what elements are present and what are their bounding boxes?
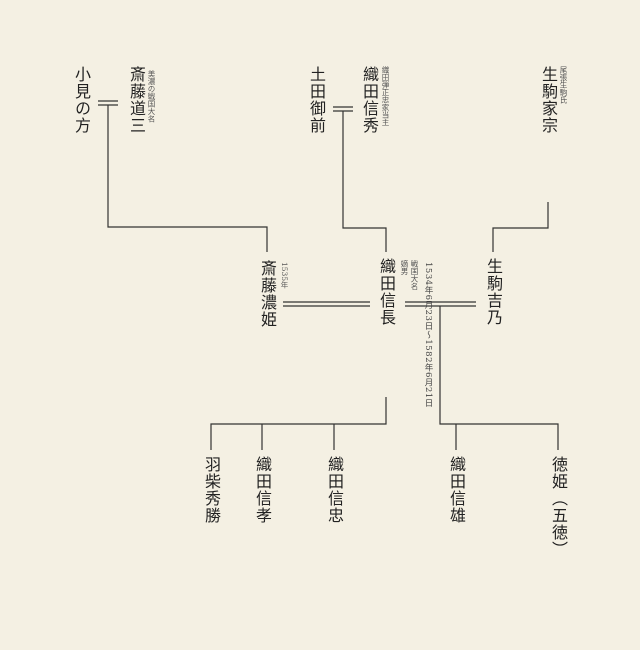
person-oda-nobuhide: 織田信秀 [360, 66, 379, 134]
nobunaga-life-dates: 1534年6月23日〜1582年6月21日 [423, 262, 433, 408]
person-omi-no-kata: 小見の方 [72, 66, 91, 134]
person-dota-gozen: 土田御前 [307, 66, 326, 134]
person-saito-dosan: 斎藤道三 [127, 66, 146, 134]
person-ikoma-iemune: 生駒家宗 [539, 66, 558, 134]
note-dosan: 美濃の戦国大名 [147, 70, 156, 123]
person-hashiba-hidekatsu: 羽柴秀勝 [202, 456, 221, 524]
person-saito-nohime: 斎藤濃姫 [258, 260, 277, 328]
person-oda-nobutaka: 織田信孝 [253, 456, 272, 524]
person-ikoma-kitsuno: 生駒吉乃 [484, 258, 503, 326]
note-nobunaga-rank: 嫡男 [400, 260, 409, 275]
person-tokuhime: 徳姫（五徳） [549, 456, 568, 558]
note-nobuhide: 織田弾正忠家当主 [381, 66, 390, 126]
person-oda-nobukatsu: 織田信雄 [447, 456, 466, 524]
descent-line-kitsuno [492, 202, 549, 252]
note-nobunaga-title: 戦国大名 [410, 260, 419, 290]
descent-line-nobunaga [342, 111, 387, 252]
descent-line-hidekatsu [210, 397, 387, 450]
person-oda-nobunaga: 織田信長 [377, 258, 396, 326]
person-oda-nobutada: 織田信忠 [325, 456, 344, 524]
note-nohime-year: 1535年 [280, 262, 289, 289]
note-iemune: 尾張生駒氏 [559, 66, 568, 104]
descent-line-nohime [107, 105, 268, 252]
descent-line-tokuhime [439, 306, 559, 450]
